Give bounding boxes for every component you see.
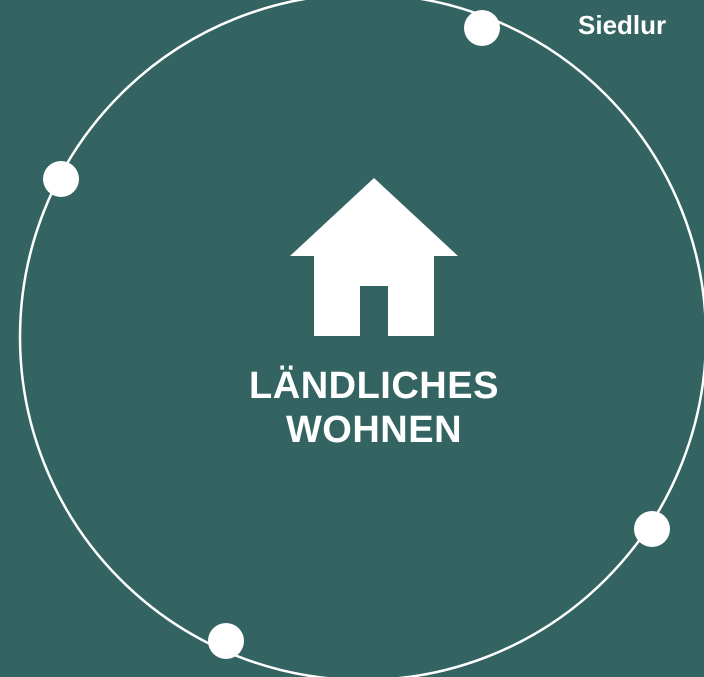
ring-node-left bbox=[43, 161, 79, 197]
ring-node-top bbox=[464, 10, 500, 46]
ring-node-right bbox=[634, 511, 670, 547]
center-title: LÄNDLICHES WOHNEN bbox=[200, 364, 548, 452]
center-title-line-1: LÄNDLICHES bbox=[249, 365, 499, 407]
house-icon bbox=[290, 178, 458, 336]
corner-label: Siedlur bbox=[578, 10, 667, 40]
outer-ring bbox=[18, 0, 704, 677]
ring-node-bottom bbox=[208, 623, 244, 659]
center-title-line-2: WOHNEN bbox=[285, 409, 463, 451]
